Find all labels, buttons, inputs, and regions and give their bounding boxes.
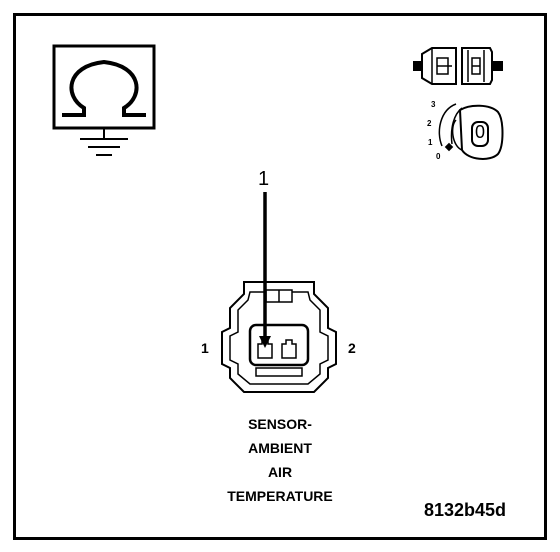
ignition-key-text: 0 [475,122,486,142]
ignition-position-0: 0 [436,152,441,161]
caption-line: AMBIENT [248,440,312,456]
callout-number: 1 [258,168,270,190]
sensor-connector [221,281,337,393]
pin-label-right: 2 [348,340,356,356]
connector-caption: SENSOR- AMBIENT AIR TEMPERATURE [200,412,360,508]
disconnect-connector-icon [413,47,503,85]
pin-1-pointer [259,192,271,348]
ignition-position-2: 2 [427,119,432,128]
figure-id: 8132b45d [424,500,507,520]
diagram-frame [13,13,547,540]
ignition-position-3: 3 [431,100,436,109]
caption-line: TEMPERATURE [227,488,333,504]
pin-label-left: 1 [201,340,209,356]
terminal-2 [281,339,297,359]
caption-line: SENSOR- [248,416,312,432]
ohm-ground-icon [52,44,156,156]
ignition-position-1: 1 [428,138,433,147]
ignition-switch-off-icon [438,103,504,160]
caption-line: AIR [267,464,293,480]
